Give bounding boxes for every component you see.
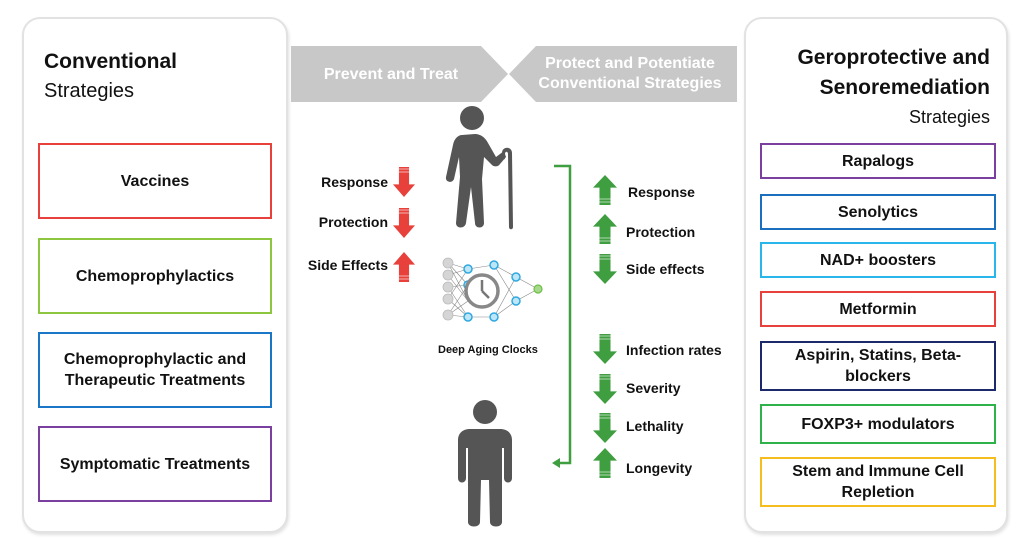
increase-arrow-icon	[593, 214, 617, 244]
arrow-up-shape	[593, 214, 617, 244]
protect-potentiate-label-line2: Conventional Strategies	[538, 75, 722, 92]
prevent-treat-label: Prevent and Treat	[323, 66, 459, 83]
improved-effect-label: Response	[628, 184, 695, 200]
protect-potentiate-chevron	[509, 46, 737, 102]
aged-effect-label: Response	[321, 174, 388, 190]
decrease-arrow-icon	[593, 334, 617, 364]
arrow-down-shape	[593, 374, 617, 404]
strategy-stem-immune-repletion: Stem and Immune Cell Repletion	[760, 457, 996, 507]
improved-effect-label: Severity	[626, 380, 681, 396]
strategy-chemoprophylactic-therapeutic: Chemoprophylactic and Therapeutic Treatm…	[38, 332, 272, 408]
strategy-senolytics: Senolytics	[760, 194, 996, 230]
strategy-vaccines: Vaccines	[38, 143, 272, 219]
decrease-arrow-icon	[593, 254, 617, 284]
timeline-bracket-arrow	[552, 164, 572, 468]
aged-effect-label: Protection	[318, 214, 388, 230]
improved-effect-label: Protection	[626, 224, 696, 240]
improved-effect-label: Infection rates	[626, 342, 722, 358]
strategy-foxp3-modulators: FOXP3+ modulators	[760, 404, 996, 444]
strategy-aspirin-statins-betablockers: Aspirin, Statins, Beta-blockers	[760, 341, 996, 391]
young-person-icon	[458, 400, 512, 527]
input-nodes	[442, 257, 454, 321]
geroprotective-subtitle: Strategies	[908, 107, 990, 127]
strategy-metformin: Metformin	[760, 291, 996, 327]
geroprotective-strategies-panel: Geroprotective and Senoremediation Strat…	[744, 17, 1008, 533]
prevent-treat-chevron	[291, 46, 508, 102]
geroprotective-title-line2: Senoremediation	[819, 76, 990, 99]
protect-potentiate-label-line1: Protect and Potentiate	[545, 55, 715, 72]
arrow-down-shape	[393, 208, 415, 238]
arrow-up-shape	[593, 448, 617, 478]
decrease-arrow-icon	[393, 208, 415, 238]
aged-effect-label: Side Effects	[307, 257, 388, 273]
improved-effect-label: Longevity	[626, 460, 693, 476]
increase-arrow-icon	[593, 448, 617, 478]
strategy-rapalogs: Rapalogs	[760, 143, 996, 179]
banner-shapes	[291, 46, 737, 102]
decrease-arrow-icon	[393, 167, 415, 197]
clock-icon	[464, 273, 500, 309]
decrease-arrow-icon	[593, 374, 617, 404]
geroprotective-title-line1: Geroprotective and	[797, 46, 990, 69]
strategy-symptomatic-treatments: Symptomatic Treatments	[38, 426, 272, 502]
conventional-subtitle: Strategies	[44, 80, 135, 102]
arrow-down-shape	[593, 254, 617, 284]
arrow-down-shape	[593, 413, 617, 443]
strategy-nad-boosters: NAD+ boosters	[760, 242, 996, 278]
decrease-arrow-icon	[593, 413, 617, 443]
improved-effect-label: Side effects	[626, 261, 705, 277]
deep-aging-clocks-label: Deep Aging Clocks	[438, 344, 538, 356]
banner-row: Prevent and Treat Protect and Potentiate…	[291, 46, 737, 102]
increase-arrow-icon	[593, 175, 617, 205]
arrow-down-shape	[393, 167, 415, 197]
increase-arrow-icon	[393, 252, 415, 282]
arrow-up-shape	[593, 175, 617, 205]
conventional-title: Conventional	[44, 50, 178, 73]
elderly-person-icon	[445, 106, 513, 230]
deep-aging-clock-network-icon	[442, 257, 543, 322]
arrow-up-shape	[393, 252, 415, 282]
improved-effect-label: Lethality	[626, 418, 684, 434]
output-node	[533, 284, 543, 294]
arrow-down-shape	[593, 334, 617, 364]
conventional-strategies-panel: Conventional Strategies Vaccines Chemopr…	[22, 17, 288, 533]
strategy-chemoprophylactics: Chemoprophylactics	[38, 238, 272, 314]
